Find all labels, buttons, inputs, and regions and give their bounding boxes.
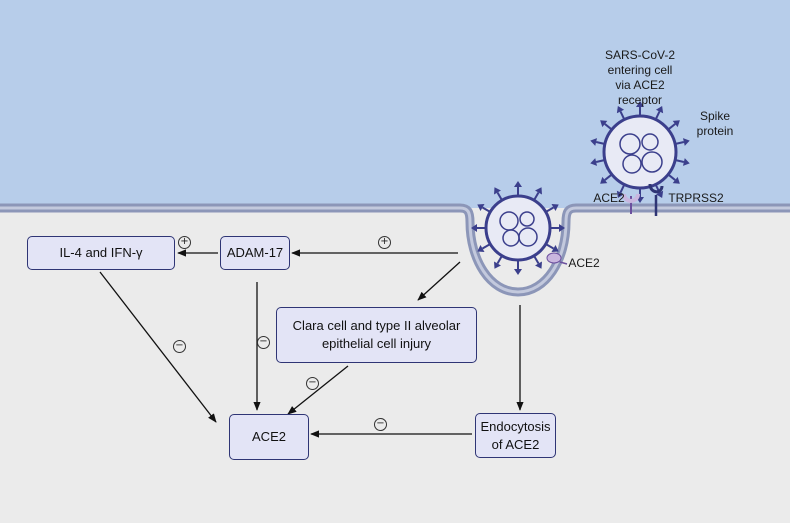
ace2-box: ACE2	[229, 414, 309, 460]
plus-sign-adam17-il4: +	[178, 236, 191, 249]
spike-protein-icon	[513, 259, 523, 276]
plus-sign-virus-adam17: +	[378, 236, 391, 249]
clara-cell-injury-box: Clara cell and type II alveolar epitheli…	[276, 307, 477, 363]
pit-ace2-receptor-icon	[546, 252, 568, 265]
ace2-surface-label: ACE2	[593, 191, 625, 205]
arrow-il4-to-ace2	[99, 271, 217, 423]
arrow-virus-to-clara	[417, 261, 461, 301]
membrane-inner-line	[0, 206, 790, 294]
minus-sign-il4-ace2: −	[173, 340, 186, 353]
internalized-virion-icon	[470, 180, 566, 276]
tmprss2-protease-icon	[648, 183, 664, 216]
sars-cov-2-virion-icon	[588, 100, 692, 204]
endocytosis-of-ace2-box: Endocytosis of ACE2	[475, 413, 556, 458]
ace2-pit-label: ACE2	[568, 256, 600, 270]
adam17-box: ADAM-17	[220, 236, 290, 270]
il4-ifn-gamma-box: IL-4 and IFN-γ	[27, 236, 175, 270]
virus-entry-label: SARS-CoV-2 entering cell via ACE2 recept…	[604, 48, 676, 107]
ace2-receptor-icon	[622, 193, 640, 214]
spike-protein-label: Spike protein	[696, 109, 734, 138]
minus-sign-endocytosis-ace2: −	[374, 418, 387, 431]
minus-sign-adam17-ace2: −	[257, 336, 270, 349]
minus-sign-clara-ace2: −	[306, 377, 319, 390]
tmprss2-label: TRPRSS2	[668, 191, 724, 205]
arrow-clara-to-ace2	[287, 365, 349, 415]
